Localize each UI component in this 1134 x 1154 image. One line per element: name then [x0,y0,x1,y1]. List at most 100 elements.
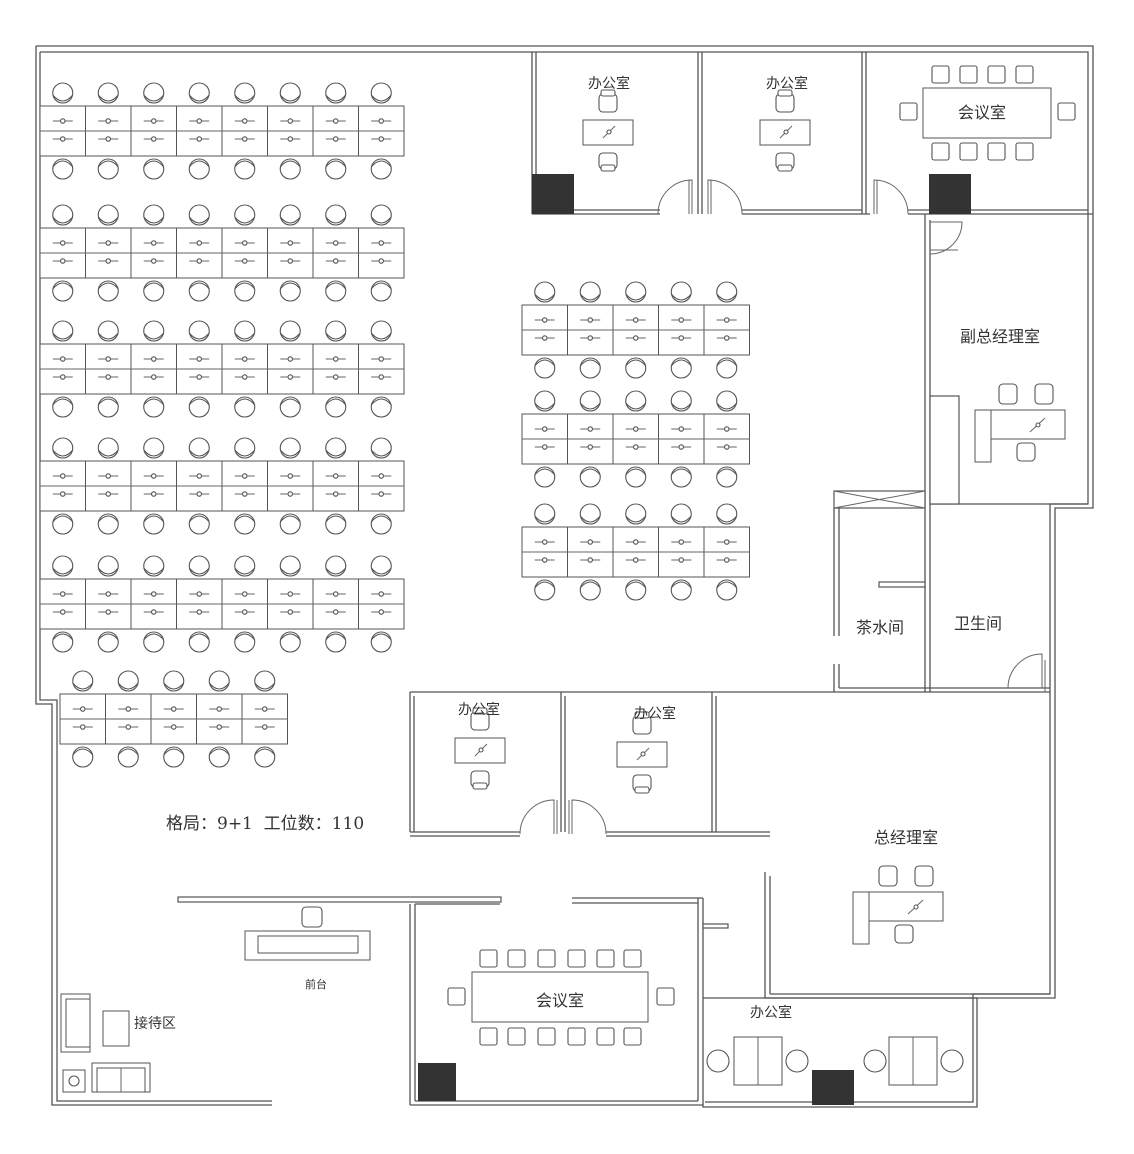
chair-icon [301,906,323,928]
label-office-top-1: 办公室 [588,75,630,92]
workstation [312,555,359,653]
chair-icon [254,670,276,692]
chair-icon [143,437,165,459]
reception-sofas [60,993,151,1093]
chair-icon [234,158,256,180]
workstation [658,503,705,601]
chair-icon [670,357,692,379]
chair-icon [579,357,601,379]
workstation [358,555,405,653]
column-block [418,1063,456,1101]
chair-icon [52,631,74,653]
chair-icon [188,320,210,342]
workstation [358,437,405,535]
workstation [312,82,359,180]
chair-icon [188,280,210,302]
workstation [567,281,614,379]
chair-icon [623,949,642,968]
middle-offices-walls [409,692,770,837]
chair-icon [234,320,256,342]
workstation [521,281,568,379]
chair-icon [163,746,185,768]
chair-icon [534,503,556,525]
chair-icon [325,320,347,342]
chair-icon [97,631,119,653]
chair-icon [279,158,301,180]
chair-icon [534,466,556,488]
label-office-mid-1: 办公室 [458,701,500,718]
workstation [176,320,223,418]
workstation [658,281,705,379]
chair-icon [163,670,185,692]
workstation [176,204,223,302]
chair-icon [370,280,392,302]
label-office-bottom: 办公室 [750,1004,792,1021]
chair-icon [234,555,256,577]
bottom-office-desks [733,1036,938,1086]
chair-icon [325,158,347,180]
chair-icon [370,82,392,104]
workstation [358,320,405,418]
chair-icon [188,204,210,226]
chair-icon [143,631,165,653]
chair-icon [97,82,119,104]
workstation [612,281,659,379]
chair-icon [785,1049,809,1073]
meeting-room-bottom [471,971,649,1023]
chair-icon [254,746,276,768]
chair-icon [188,396,210,418]
chair-icon [52,555,74,577]
workstation [85,320,132,418]
chair-icon [670,281,692,303]
chair-icon [143,82,165,104]
chair-icon [52,204,74,226]
chair-icon [370,158,392,180]
workstation [521,503,568,601]
workstation [221,204,268,302]
workstation [85,555,132,653]
chair-icon [279,204,301,226]
workstation [267,82,314,180]
label-tea-room: 茶水间 [856,618,904,637]
chair-icon [143,158,165,180]
executive-desk [852,865,944,945]
workstation [612,390,659,488]
chair-icon [716,390,738,412]
column-block [532,174,574,214]
chair-icon [279,437,301,459]
label-deputy-gm-office: 副总经理室 [960,327,1040,346]
chair-icon [117,670,139,692]
chair-icon [143,320,165,342]
chair-icon [537,949,556,968]
chair-icon [234,513,256,535]
chair-icon [325,280,347,302]
chair-icon [188,513,210,535]
chair-icon [716,357,738,379]
office-desk [454,707,506,790]
workstation [105,670,152,768]
workstation [176,555,223,653]
chair-icon [507,1027,526,1046]
chair-icon [370,320,392,342]
workstation [59,670,106,768]
workstation [130,204,177,302]
workstation [176,82,223,180]
workstation [358,204,405,302]
chair-icon [716,466,738,488]
workstation [39,204,86,302]
chair-icon [534,281,556,303]
chair-icon [52,320,74,342]
deputy-gm-walls [924,214,1088,692]
workstation [267,204,314,302]
workstation [39,437,86,535]
chair-icon [234,204,256,226]
meeting-room-top [922,87,1052,139]
chair-icon [325,513,347,535]
workstation [130,82,177,180]
chair-icon [959,65,978,84]
chair-icon [325,396,347,418]
workstation [567,390,614,488]
chair-icon [899,102,918,121]
workstation-cluster-left-small [59,670,288,768]
